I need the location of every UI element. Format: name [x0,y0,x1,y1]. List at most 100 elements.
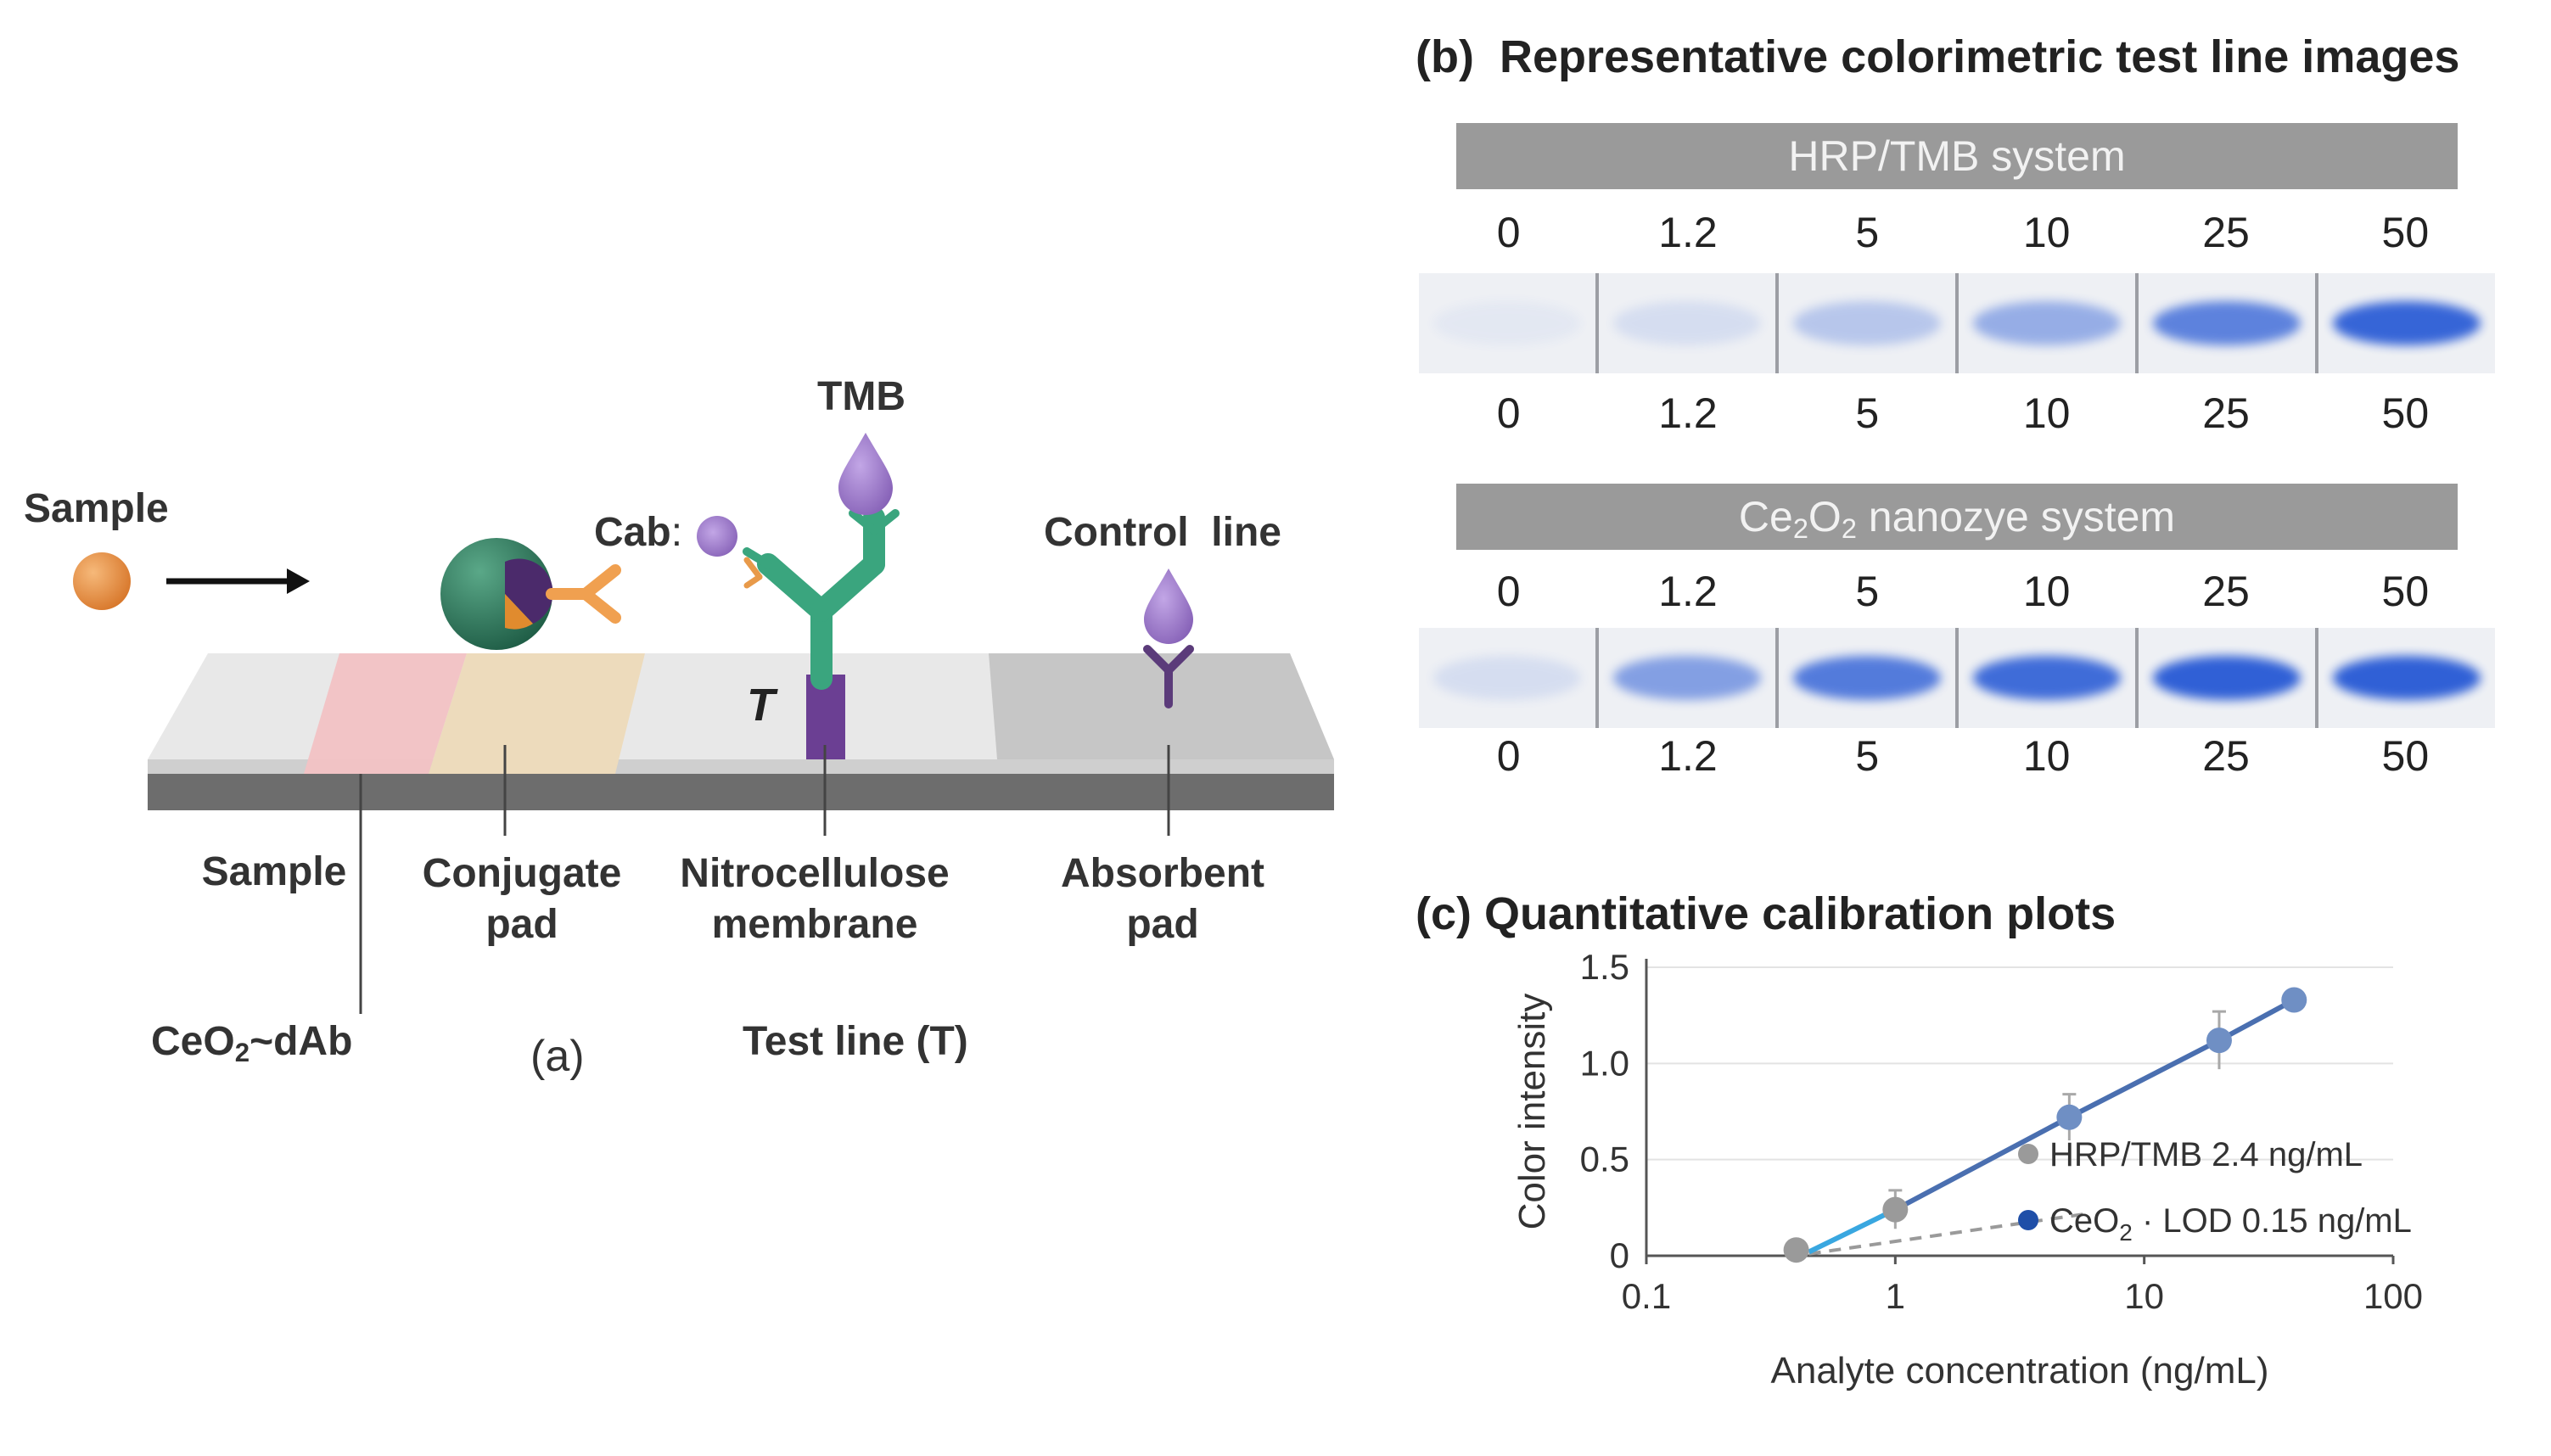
absorbent-pad [989,653,1334,759]
test-line-band [2152,656,2302,700]
test-line-band [1792,656,1942,700]
test-line-band [1432,301,1582,345]
x-tick-label: 1 [1886,1276,1905,1316]
sample-input-graphic [73,433,1334,1014]
ce-data-point [2281,987,2307,1013]
concentration-label: 5 [1855,568,1880,615]
test-line-cell [1419,273,1599,373]
pad-label-sample: Sample [201,849,347,894]
y-tick-label: 0 [1610,1235,1629,1275]
ce-data-point [2206,1028,2232,1054]
legend-ce-label: CeO2 · LOD 0.15 ng/mL [2049,1202,2412,1246]
concentration-label: 0 [1496,209,1521,256]
concentration-label: 0 [1496,732,1521,780]
sample-input-label: Sample [24,486,169,531]
panel-a-caption: (a) [530,1032,585,1081]
ce-strip-row [1419,628,2495,728]
test-line-cell [2139,273,2318,373]
hrp-conc-top: 0 1.2 5 10 25 50 [1419,208,2495,259]
test-line-cell [2139,628,2318,728]
test-line-band [2332,301,2481,345]
test-line-cell [1779,273,1959,373]
test-line-label: Test line (T) [743,1019,968,1064]
y-tick-label: 1.0 [1580,1043,1629,1083]
x-tick-label: 100 [2363,1276,2423,1316]
concentration-label: 50 [2381,209,2430,256]
hrp-trend-line [1808,1212,2089,1256]
strip-base [148,768,1334,810]
concentration-label: 25 [2202,209,2250,256]
concentration-label: 25 [2202,568,2250,615]
concentration-label: 25 [2202,732,2250,780]
test-line-band [2152,301,2302,345]
concentration-label: 5 [1855,209,1880,256]
test-line-band [1972,301,2122,345]
tmb-drop-icon [838,433,893,515]
tmb-label: TMB [817,374,905,419]
test-line-band [1612,656,1762,700]
x-axis-label: Analyte concentration (ng/mL) [1771,1350,2269,1392]
ce-fit-line [1893,997,2296,1212]
cab-ball-icon [697,516,737,557]
ce-low-segment [1808,1207,1897,1255]
cab-antibody-icon [743,557,763,589]
concentration-label: 10 [2022,209,2071,256]
ce-conc-bottom: 0 1.2 5 10 25 50 [1419,731,2495,782]
conjugate-pad [429,653,645,774]
test-line-band [1792,301,1942,345]
test-line-cell [1959,628,2139,728]
hrp-strip-row [1419,273,2495,373]
ce-data-point [2056,1104,2083,1130]
concentration-label: 1.2 [1658,209,1718,256]
t-label: T [747,680,775,731]
y-tick-label: 0.5 [1580,1140,1629,1179]
panel-b-title: (b) Representative colorimetric test lin… [1416,31,2460,82]
test-line-cell [1419,628,1599,728]
x-tick-label: 0.1 [1622,1276,1671,1316]
concentration-label: 10 [2022,732,2071,780]
y-axis-label: Color intensity [1511,994,1553,1230]
concentration-label: 5 [1855,389,1880,437]
control-line-label: Control line [1044,510,1281,555]
sample-ball-icon [73,552,131,610]
concentration-label: 50 [2381,732,2430,780]
concentration-label: 10 [2022,568,2071,615]
concentration-label: 50 [2381,568,2430,615]
test-line-cell [1599,628,1779,728]
y-tick-label: 1.5 [1580,950,1629,987]
ce-conc-top: 0 1.2 5 10 25 50 [1419,567,2495,618]
test-line-band [1972,656,2122,700]
concentration-label: 5 [1855,732,1880,780]
legend-hrp-label: HRP/TMB 2.4 ng/mL [2049,1136,2363,1173]
ceo2-dab-label: CeO2~dAb [151,1019,353,1067]
legend-hrp-marker [2018,1144,2038,1164]
sample-pad [304,653,467,774]
test-line-cell [2318,628,2495,728]
test-line-cell [1779,628,1959,728]
panel-c-title: (c) Quantitative calibration plots [1416,888,2116,939]
hrp-data-point [1783,1237,1809,1263]
test-line-band [2332,656,2481,700]
concentration-label: 0 [1496,568,1521,615]
control-antibody-icon [1143,645,1194,708]
test-line-band [1612,301,1762,345]
x-tick-label: 10 [2124,1276,2164,1316]
concentration-label: 1.2 [1658,732,1718,780]
concentration-label: 1.2 [1658,568,1718,615]
concentration-label: 0 [1496,389,1521,437]
cab-label: Cab: [594,510,683,555]
hrp-system-bar: HRP/TMB system [1456,123,2458,189]
hrp-data-point [1882,1196,1909,1223]
test-line-cell [2318,273,2495,373]
concentration-label: 50 [2381,389,2430,437]
legend-ce-marker [2018,1210,2038,1230]
detection-antibody-icon [546,564,621,624]
concentration-label: 1.2 [1658,389,1718,437]
test-line-cell [1599,273,1779,373]
concentration-label: 25 [2202,389,2250,437]
